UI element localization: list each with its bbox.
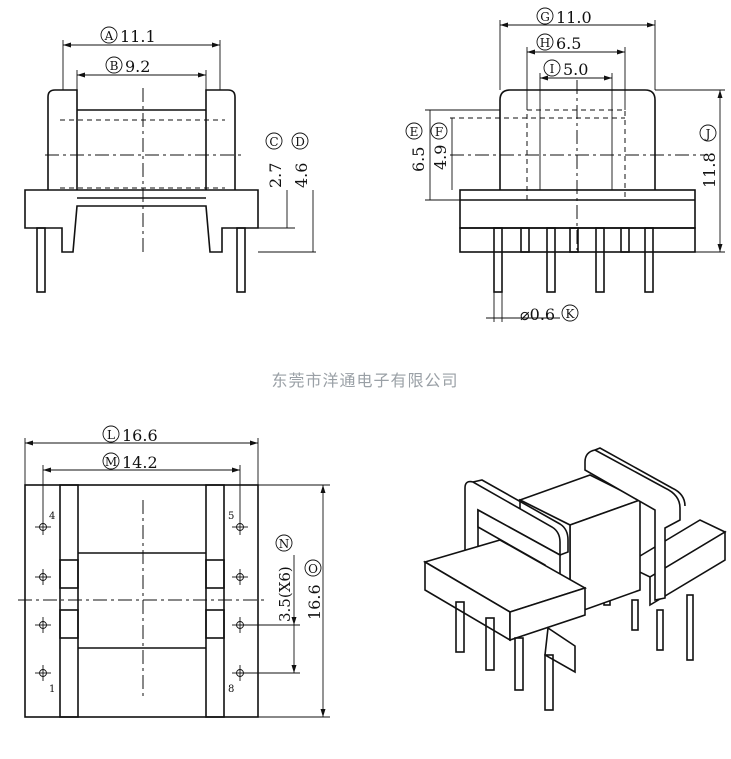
dim-b-letter: B bbox=[110, 59, 119, 73]
dim-m-letter: M bbox=[105, 455, 117, 469]
dim-k-value: ⌀0.6 bbox=[520, 305, 555, 324]
dim-e-value: 6.5 bbox=[409, 147, 428, 172]
dim-l-letter: L bbox=[107, 428, 115, 442]
side-view: G 11.0 H 6.5 I 5.0 E F 6.5 4.9 J bbox=[405, 7, 725, 324]
dim-n-value: 3.5(X6) bbox=[276, 566, 294, 622]
company-watermark: 东莞市洋通电子有限公司 bbox=[271, 371, 458, 390]
dim-b-value: 9.2 bbox=[125, 57, 150, 76]
pin-label-8: 8 bbox=[228, 684, 234, 695]
dim-c-value: 2.7 bbox=[266, 163, 285, 188]
pin-holes bbox=[35, 519, 248, 681]
dim-i-value: 5.0 bbox=[563, 60, 588, 79]
dim-k-letter: K bbox=[566, 307, 576, 321]
dim-j-value: 11.8 bbox=[700, 152, 719, 188]
dim-o-value: 16.6 bbox=[305, 584, 324, 620]
dim-g-value: 11.0 bbox=[556, 8, 592, 27]
dim-o-letter: O bbox=[308, 562, 318, 576]
dim-n-letter: N bbox=[279, 537, 290, 551]
dim-a-value: 11.1 bbox=[120, 27, 156, 46]
dim-f-letter: F bbox=[435, 125, 443, 139]
dim-d-letter: D bbox=[295, 135, 305, 149]
pin-label-4: 4 bbox=[49, 511, 55, 522]
pin-label-1: 1 bbox=[49, 684, 55, 695]
bottom-view: 4 1 5 8 L 16.6 M 14.2 N 3.5(X6) O 16 bbox=[18, 425, 330, 718]
front-view: A 11.1 B 9.2 C D 2.7 4.6 bbox=[24, 26, 316, 293]
dim-h-value: 6.5 bbox=[556, 34, 581, 53]
dim-f-value: 4.9 bbox=[431, 145, 450, 170]
dim-l-value: 16.6 bbox=[122, 426, 158, 445]
dim-d-value: 4.6 bbox=[292, 163, 311, 188]
isometric-view bbox=[423, 447, 727, 711]
dim-m-value: 14.2 bbox=[122, 453, 158, 472]
dim-j-letter: J bbox=[704, 127, 711, 141]
dim-c-letter: C bbox=[269, 135, 278, 149]
pin-label-5: 5 bbox=[228, 511, 234, 522]
dim-h-letter: H bbox=[540, 36, 550, 50]
side-view-pins bbox=[493, 227, 654, 293]
dim-i-letter: I bbox=[550, 62, 555, 76]
dim-a-letter: A bbox=[104, 29, 114, 43]
dim-g-letter: G bbox=[540, 10, 550, 24]
dim-e-letter: E bbox=[410, 125, 419, 139]
